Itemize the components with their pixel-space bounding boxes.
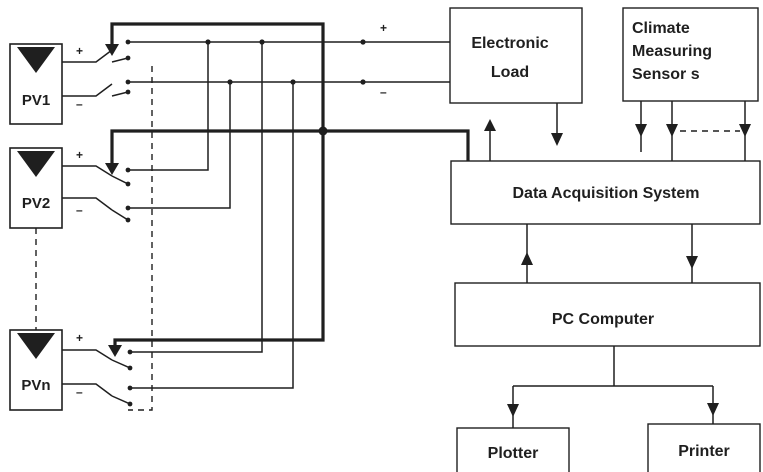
pvn-label: PVn <box>21 377 50 394</box>
daq-block: Data Acquisition System <box>450 160 761 225</box>
arrow-down-icon <box>635 124 647 137</box>
pv-panel-2: PV2 + – <box>9 147 131 229</box>
plotter-block: Plotter <box>456 427 570 472</box>
printer-label: Printer <box>678 443 730 460</box>
measurement-wiring: + – <box>105 21 470 411</box>
pvn-switch-plus <box>62 349 113 361</box>
climate-sensors-label-line3: Sensor s <box>632 66 700 83</box>
pv1-minus-sign: – <box>76 97 83 111</box>
control-bus-pv2 <box>110 129 323 170</box>
bus-junction <box>318 126 328 136</box>
pv2-switch-minus <box>62 197 113 211</box>
pv1-switch-plus <box>62 49 113 63</box>
control-bus-daq <box>323 129 470 161</box>
pc-block: PC Computer <box>454 282 761 347</box>
electronic-load-label-line1: Electronic <box>471 35 548 52</box>
pvn-plus-wire <box>130 42 263 353</box>
printer-block: Printer <box>647 423 761 472</box>
pv2-minus-sign: – <box>76 203 83 217</box>
climate-sensors-label-line1: Climate <box>632 20 690 37</box>
load-plus-sign: + <box>380 21 387 35</box>
daq-label: Data Acquisition System <box>512 185 699 202</box>
pv2-switch-plus <box>62 165 113 177</box>
arrow-down-icon <box>507 404 519 417</box>
climate-sensors-label-line2: Measuring <box>632 43 712 60</box>
common-dashed-line <box>128 66 153 411</box>
arrow-down-icon <box>739 124 751 137</box>
solar-cell-icon <box>17 333 55 359</box>
arrow-up-icon <box>484 119 496 131</box>
load-minus-sign: – <box>380 85 387 99</box>
pv2-plus-wire <box>128 42 209 171</box>
solar-cell-icon <box>17 151 55 177</box>
arrow-down-icon <box>686 256 698 269</box>
pvn-minus-sign: – <box>76 385 83 399</box>
pv2-minus-wire <box>128 82 231 209</box>
arrow-up-icon <box>521 252 533 265</box>
plotter-label: Plotter <box>488 445 539 462</box>
solar-cell-icon <box>17 47 55 73</box>
pv1-plus-sign: + <box>76 44 83 58</box>
block-arrows <box>484 101 751 428</box>
control-bus-main <box>110 22 325 352</box>
arrow-down-icon <box>108 345 122 357</box>
pc-label: PC Computer <box>552 311 654 328</box>
arrow-down-icon <box>666 124 678 137</box>
electronic-load-label-line2: Load <box>491 64 529 81</box>
pv-panel-1: PV1 + – <box>9 39 131 125</box>
arrow-down-icon <box>105 163 119 175</box>
pvn-plus-sign: + <box>76 331 83 345</box>
pv1-switch-minus <box>62 83 113 97</box>
electronic-load-block: Electronic Load <box>449 7 583 104</box>
pv1-label: PV1 <box>22 92 50 109</box>
pvn-minus-wire <box>130 82 294 389</box>
pv2-label: PV2 <box>22 195 50 212</box>
arrow-down-icon <box>551 133 563 146</box>
pv-panel-n: PVn + – <box>9 329 133 411</box>
climate-sensors-block: Climate Measuring Sensor s <box>622 7 759 102</box>
pvn-switch-minus <box>62 383 113 397</box>
arrow-down-icon <box>707 403 719 416</box>
pv2-plus-sign: + <box>76 148 83 162</box>
